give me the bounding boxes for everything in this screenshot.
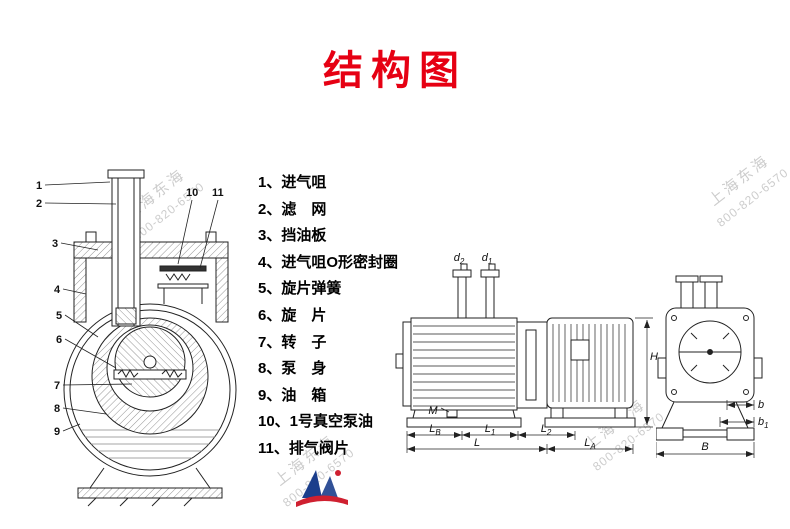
pump-body xyxy=(395,317,518,411)
inlet-ports-end xyxy=(675,275,723,309)
company-logo xyxy=(296,470,348,507)
callout-10: 10 xyxy=(186,187,198,199)
parts-list-item: 9、油 箱 xyxy=(258,386,327,404)
oil-tank xyxy=(63,303,237,477)
logo-sail-icon xyxy=(302,470,322,498)
dim-B: B xyxy=(701,441,708,453)
dim-d1: d1 xyxy=(482,252,493,266)
parts-list-item: 1、进气咀 xyxy=(258,174,327,191)
callout-1: 1 xyxy=(36,180,42,192)
base-end xyxy=(656,401,755,441)
pump-cross-section-diagram: 1 2 3 4 5 6 7 8 9 10 11 xyxy=(36,169,237,507)
dim-LB: LB xyxy=(429,423,441,437)
callout-9: 9 xyxy=(54,426,60,438)
parts-list-item: 7、转 子 xyxy=(258,333,327,351)
watermark-name: 上海东海 xyxy=(705,151,773,210)
inlet-ports xyxy=(452,263,500,319)
top-casing xyxy=(73,231,229,323)
callout-5: 5 xyxy=(56,310,62,322)
callout-numbers: 1 2 3 4 5 6 7 8 9 10 11 xyxy=(36,180,224,438)
parts-list-item: 10、1号真空泵油 xyxy=(258,413,374,431)
dim-b: b xyxy=(758,399,764,411)
dim-d2: d2 xyxy=(454,252,465,266)
parts-list-item: 6、旋 片 xyxy=(258,306,327,324)
callout-3: 3 xyxy=(52,238,58,250)
dim-H: H xyxy=(650,351,658,363)
watermark: 上海东海 800-820-6570 xyxy=(699,146,790,231)
watermark-phone: 800-820-6570 xyxy=(713,164,790,230)
callout-11: 11 xyxy=(212,187,224,199)
page-title: 结构图 xyxy=(323,49,467,93)
dim-L: L xyxy=(474,437,480,449)
motor xyxy=(546,317,634,409)
pump-end-view-diagram: b b1 B xyxy=(656,275,769,458)
filter-screen xyxy=(115,307,137,325)
logo-sun-icon xyxy=(335,470,341,476)
parts-list-item: 11、排气阀片 xyxy=(258,439,349,457)
dim-LA: LA xyxy=(584,437,595,451)
dim-M: M xyxy=(428,405,438,417)
pump-side-view-diagram: d2 d1 H M LB L1 L2 L LA xyxy=(395,252,658,454)
dimension-labels-end: b b1 B xyxy=(701,399,768,453)
dim-L2: L2 xyxy=(541,423,552,437)
callout-8: 8 xyxy=(54,403,60,415)
parts-list-item: 8、泵 身 xyxy=(258,360,327,378)
dimension-lines xyxy=(406,317,653,454)
coupling-housing xyxy=(516,321,548,409)
callout-7: 7 xyxy=(54,380,60,392)
callout-4: 4 xyxy=(54,284,61,296)
parts-list-item: 5、旋片弹簧 xyxy=(258,280,342,298)
dim-L1: L1 xyxy=(485,423,496,437)
dimension-lines-end xyxy=(656,400,755,458)
parts-list-item: 3、挡油板 xyxy=(258,227,327,245)
rotor-hub xyxy=(143,355,157,369)
pump-base xyxy=(77,467,223,507)
dimension-labels: d2 d1 H M LB L1 L2 L LA xyxy=(428,252,658,451)
parts-list-item: 4、进气咀O形密封圈 xyxy=(258,253,399,271)
dim-b1: b1 xyxy=(758,416,769,430)
exhaust-valve-assembly xyxy=(157,265,209,304)
parts-list-item: 2、滤 网 xyxy=(258,200,327,218)
intake-pipe xyxy=(107,169,145,327)
callout-6: 6 xyxy=(56,334,62,346)
parts-list: 1、进气咀 2、滤 网 3、挡油板 4、进气咀O形密封圈 5、旋片弹簧 6、旋 … xyxy=(258,170,398,463)
callout-2: 2 xyxy=(36,198,42,210)
base-plates xyxy=(406,407,636,428)
vane-and-springs xyxy=(113,368,187,380)
leader-lines xyxy=(44,181,219,432)
logo-sail2-icon xyxy=(320,476,338,498)
logo-wave-icon xyxy=(296,495,348,507)
bearing-circle xyxy=(678,320,742,384)
